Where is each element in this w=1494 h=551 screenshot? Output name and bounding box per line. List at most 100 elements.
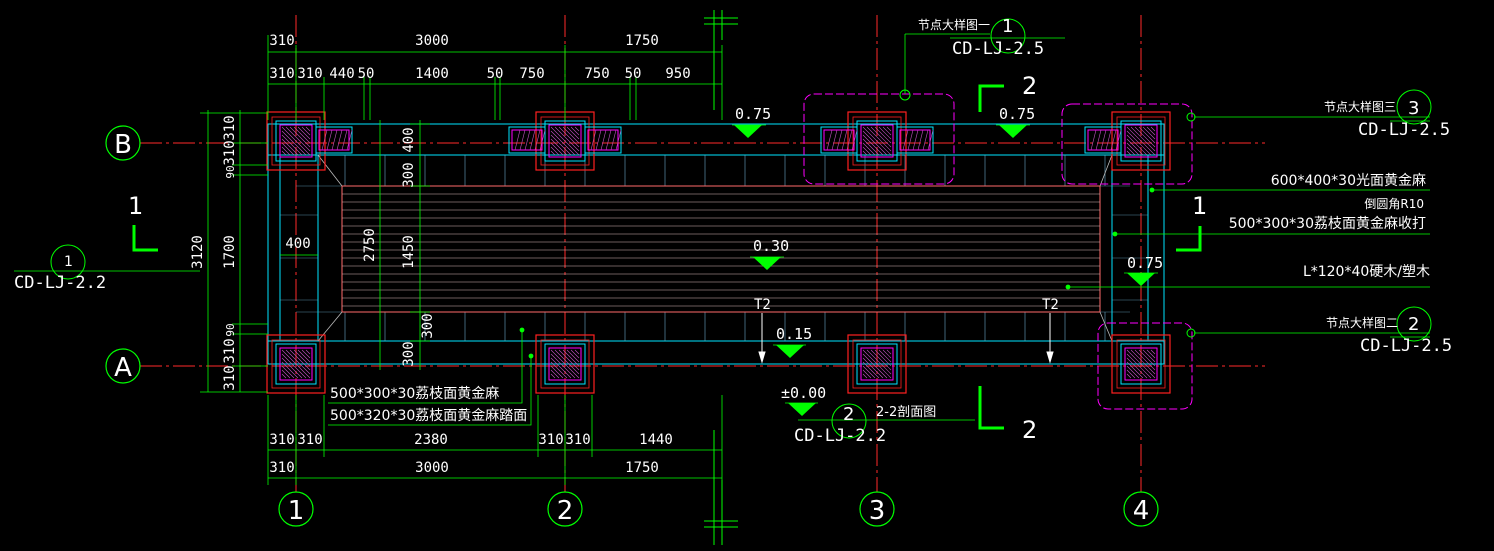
axis-bubble-3 [859, 491, 895, 527]
column-A3 [847, 334, 907, 394]
dim-inner-2750: 2750 [362, 228, 378, 262]
slope-label-2: T2 [1042, 297, 1059, 313]
elev-mark-4 [753, 257, 781, 270]
slope-label-1: T2 [754, 297, 771, 313]
dim-left-s2: 310 [222, 140, 238, 165]
axis-label-4: 4 [1133, 496, 1150, 526]
elev-mark-5 [776, 345, 804, 358]
axis-bubble-4 [1123, 491, 1159, 527]
dim-left-s4: 90 [224, 323, 237, 336]
callout-detail-3-label: 节点大样图三 [1324, 99, 1396, 114]
dim-left-s3: 90 [224, 165, 237, 178]
section-1-left-label: 1 [128, 192, 143, 220]
callout-detail-3-ref: CD-LJ-2.5 [1358, 120, 1450, 140]
elev-mark-6 [788, 403, 816, 416]
note-500x300: 500*300*30荔枝面黄金麻 [330, 385, 499, 402]
dim-left-s1: 310 [222, 115, 238, 140]
note-wood: L*120*40硬木/塑木 [1303, 264, 1430, 280]
elev-center: 0.30 [753, 237, 789, 255]
dimensions-bottom [267, 395, 723, 485]
note-r10: 倒圆角R10 [1364, 197, 1424, 211]
section-2-bottom [978, 386, 1004, 430]
column-wing [315, 126, 353, 154]
axis-bubble-2 [547, 491, 583, 527]
section-2-top [978, 84, 1004, 112]
dim-inner-300-b: 300 [420, 313, 436, 338]
column-wing [1084, 126, 1122, 154]
column-A2 [535, 334, 595, 394]
dim-top2-c: 440 [329, 66, 354, 82]
column-wing [584, 126, 622, 154]
section-1-right-label: 1 [1192, 192, 1207, 220]
elev-top-right: 0.75 [999, 105, 1035, 123]
dim-top2-g: 750 [519, 66, 544, 82]
elevation-lines [732, 124, 1158, 404]
dim-left-3120: 3120 [190, 235, 206, 269]
callout-detail-2: 节点大样图二 2 CD-LJ-2.5 [1186, 306, 1452, 356]
dim-inner-300-a: 300 [401, 162, 417, 187]
dimensions-left [200, 110, 268, 393]
dim-left-1700: 1700 [222, 235, 238, 269]
callout-detail-1-num: 1 [1002, 16, 1013, 37]
columns [266, 111, 1171, 394]
dim-top2-e: 1400 [415, 66, 449, 82]
dim-bot1-f: 1440 [639, 432, 673, 448]
elev-ground: ±0.00 [781, 384, 826, 402]
detail-boxes [803, 93, 1193, 410]
callout-detail-1: 节点大样图一 1 CD-LJ-2.5 [899, 16, 1065, 101]
axis-label-2: 2 [557, 496, 574, 526]
axis-bubble-1 [278, 491, 314, 527]
callout-bottom-ref: 2 CD-LJ-2.2 2-2剖面图 [794, 403, 975, 446]
dim-bot2-b: 3000 [415, 460, 449, 476]
deck-boards [342, 193, 1100, 307]
dimensions-top [267, 35, 723, 120]
dim-bot2-c: 1750 [625, 460, 659, 476]
detail-box-2 [1097, 322, 1193, 410]
dim-inner-1450: 1450 [401, 235, 417, 269]
dim-top2-j: 950 [665, 66, 690, 82]
dim-bot1-c: 2380 [414, 432, 448, 448]
axis-label-B: B [114, 130, 132, 160]
note-500x320: 500*320*30荔枝面黄金麻踏面 [330, 407, 527, 424]
break-lines [704, 10, 738, 545]
material-leaders-bottom [328, 327, 534, 426]
axis-label-3: 3 [869, 496, 886, 526]
axis-bubbles [105, 125, 1159, 527]
callout-bottom-num: 2 [843, 404, 854, 425]
callout-detail-1-label: 节点大样图一 [918, 17, 990, 32]
callout-detail-2-ref: CD-LJ-2.5 [1360, 336, 1452, 356]
elev-bottom: 0.15 [776, 325, 812, 343]
callout-left-ref-text: CD-LJ-2.2 [14, 273, 106, 293]
paver-ticks [344, 155, 1106, 341]
dim-top2-b: 310 [297, 66, 322, 82]
callout-detail-1-ref: CD-LJ-2.5 [952, 39, 1044, 59]
dim-bot1-e: 310 [565, 432, 590, 448]
elev-mark-2 [999, 125, 1027, 138]
section-1-left [132, 225, 158, 252]
note-600x400: 600*400*30光面黄金麻 [1271, 172, 1426, 189]
column-wing [820, 126, 858, 154]
axis-label-1: 1 [288, 496, 305, 526]
dim-bot1-d: 310 [538, 432, 563, 448]
callout-left-ref: 1 CD-LJ-2.2 [14, 244, 200, 293]
column-wing [896, 126, 934, 154]
detail-box-3 [1061, 103, 1193, 185]
dim-top2-h: 750 [584, 66, 609, 82]
callout-left-num: 1 [64, 254, 73, 270]
section-1-right [1176, 226, 1202, 252]
column-A1 [266, 334, 326, 394]
dim-left-s5: 310 [222, 338, 238, 363]
callout-detail-3: 节点大样图三 3 CD-LJ-2.5 [1186, 89, 1450, 140]
axis-label-A: A [114, 353, 132, 383]
elev-right-mid: 0.75 [1127, 254, 1163, 272]
dim-bot2-a: 310 [269, 460, 294, 476]
section-2-top-label: 2 [1022, 72, 1037, 100]
dim-inner-400-v: 400 [401, 127, 417, 152]
elev-mark-1 [734, 125, 762, 138]
dim-top2-i: 50 [625, 66, 642, 82]
elev-mark-3 [1127, 273, 1155, 286]
callout-detail-2-num: 2 [1408, 314, 1419, 335]
elev-top-left: 0.75 [735, 105, 771, 123]
dim-inner-300-c: 300 [401, 341, 417, 366]
